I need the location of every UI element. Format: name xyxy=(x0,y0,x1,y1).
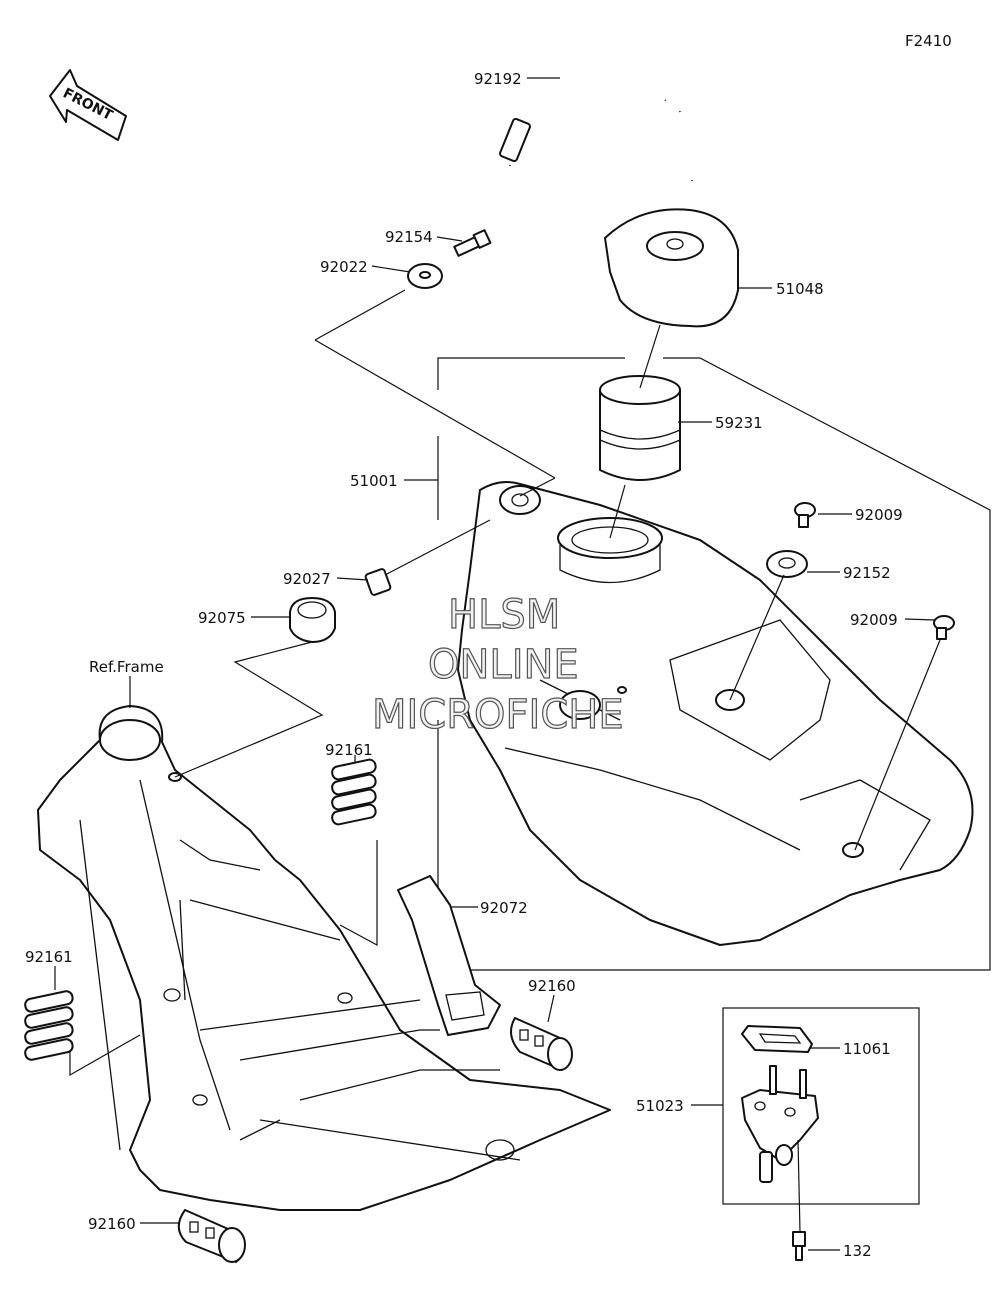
label-92152: 92152 xyxy=(843,564,891,582)
label-92160-a: 92160 xyxy=(528,977,576,995)
label-ref-frame: Ref.Frame xyxy=(89,658,164,676)
watermark-line3: MICROFICHE xyxy=(372,692,624,738)
label-51001: 51001 xyxy=(350,472,398,490)
cushion-92160-a xyxy=(510,1017,573,1071)
label-92192: 92192 xyxy=(474,70,522,88)
label-92161-b: 92161 xyxy=(25,948,73,966)
gasket-11061 xyxy=(741,1025,813,1053)
fuel-hose xyxy=(499,66,694,181)
bolt-92154 xyxy=(453,229,492,257)
collar-92027 xyxy=(364,568,392,596)
fuel-cock-51023 xyxy=(741,1065,819,1183)
watermark-line1: HLSM xyxy=(448,592,560,638)
label-92022: 92022 xyxy=(320,258,368,276)
leader-lines xyxy=(54,77,941,1251)
part-labels: 92192 92154 92022 51048 59231 51001 9200… xyxy=(25,70,903,1260)
label-51023: 51023 xyxy=(636,1097,684,1115)
grommet-92152 xyxy=(766,550,808,578)
label-51048: 51048 xyxy=(776,280,824,298)
label-92161-a: 92161 xyxy=(325,741,373,759)
label-92009-b: 92009 xyxy=(850,611,898,629)
label-92027: 92027 xyxy=(283,570,331,588)
label-92075: 92075 xyxy=(198,609,246,627)
label-92072: 92072 xyxy=(480,899,528,917)
label-59231: 59231 xyxy=(715,414,763,432)
damper-92075 xyxy=(289,597,336,643)
label-11061: 11061 xyxy=(843,1040,891,1058)
figure-code: F2410 xyxy=(905,32,952,50)
band-92072 xyxy=(397,875,501,1036)
label-92154: 92154 xyxy=(385,228,433,246)
screw-92009-a xyxy=(794,502,816,528)
cushion-92160-b xyxy=(177,1209,246,1263)
front-arrow: FRONT xyxy=(49,69,127,141)
bolt-132 xyxy=(792,1231,806,1261)
label-132: 132 xyxy=(843,1242,872,1260)
cushion-92161-b xyxy=(24,990,74,1061)
filler-neck xyxy=(599,375,681,481)
fuel-cap xyxy=(604,208,739,328)
washer-92022 xyxy=(407,263,443,289)
label-92160-b: 92160 xyxy=(88,1215,136,1233)
watermark: HLSM ONLINE MICROFICHE xyxy=(371,591,624,738)
screw-92009-b xyxy=(933,615,955,640)
watermark-line2: ONLINE xyxy=(428,642,579,688)
fuel-cock-box xyxy=(722,1007,920,1205)
cushion-92161-a xyxy=(331,758,377,826)
label-92009-a: 92009 xyxy=(855,506,903,524)
